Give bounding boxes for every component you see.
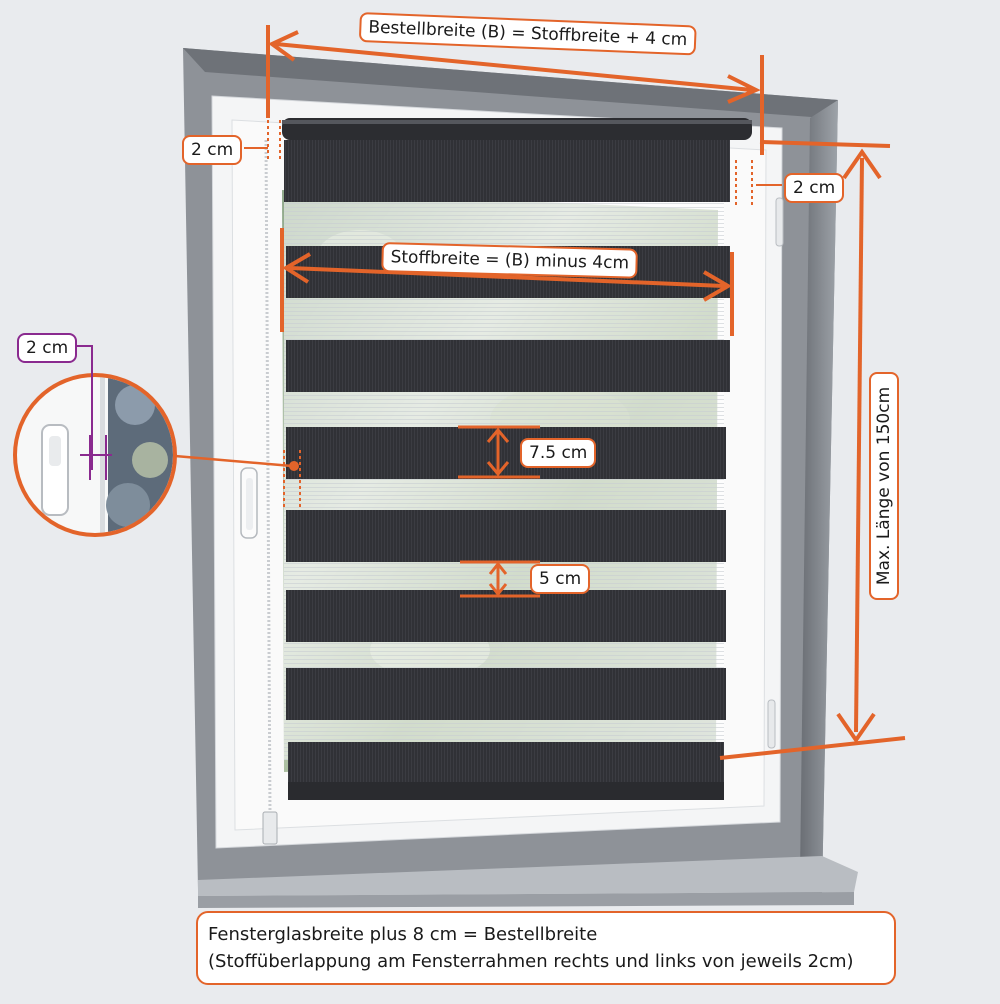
- overlap-markers: [267, 120, 753, 510]
- detail-gap-label: 2 cm: [17, 333, 78, 363]
- pull-chain: [264, 139, 272, 816]
- bottom-rail-bar: [288, 782, 724, 800]
- blind-cassette-highlight: [282, 120, 752, 124]
- gap-height-label: 5 cm: [530, 564, 591, 594]
- fabric-band-1: [284, 140, 730, 202]
- order-width-dimension: [266, 25, 764, 155]
- band-height-label: 7.5 cm: [520, 438, 597, 468]
- gap-height-dimension: [460, 560, 540, 598]
- detail-leader: [174, 454, 293, 468]
- max-length-label: Max. Länge von 150cm: [869, 372, 899, 600]
- order-note: Fensterglasbreite plus 8 cm = Bestellbre…: [196, 911, 896, 985]
- order-note-line-2: (Stoffüberlappung am Fensterrahmen recht…: [208, 951, 854, 972]
- fabric-width-dimension: [280, 228, 734, 336]
- fabric-band-4: [286, 427, 726, 479]
- overlap-left-label: 2 cm: [182, 135, 243, 165]
- recess-top: [183, 48, 838, 118]
- overlap-right-label: 2 cm: [784, 173, 845, 203]
- hinge-bottom: [767, 699, 776, 749]
- detail-gap-dimension: [70, 345, 112, 480]
- window-handle-grip: [246, 478, 253, 530]
- window-sill: [198, 856, 858, 896]
- fabric-band-3: [286, 340, 730, 392]
- fabric-band-5: [286, 510, 726, 562]
- recess-right: [800, 100, 838, 893]
- detail-dot: [289, 461, 299, 471]
- chain-weight: [262, 811, 278, 845]
- max-length-dimension: [719, 140, 906, 760]
- max-length-text: Max. Länge von 150cm: [874, 386, 894, 586]
- fabric-band-7: [286, 668, 726, 720]
- fabric-band-6: [286, 590, 726, 642]
- hinge-top: [775, 197, 784, 247]
- band-height-dimension: [458, 425, 540, 479]
- window-sill-edge: [198, 892, 854, 908]
- order-note-line-1: Fensterglasbreite plus 8 cm = Bestellbre…: [208, 924, 598, 945]
